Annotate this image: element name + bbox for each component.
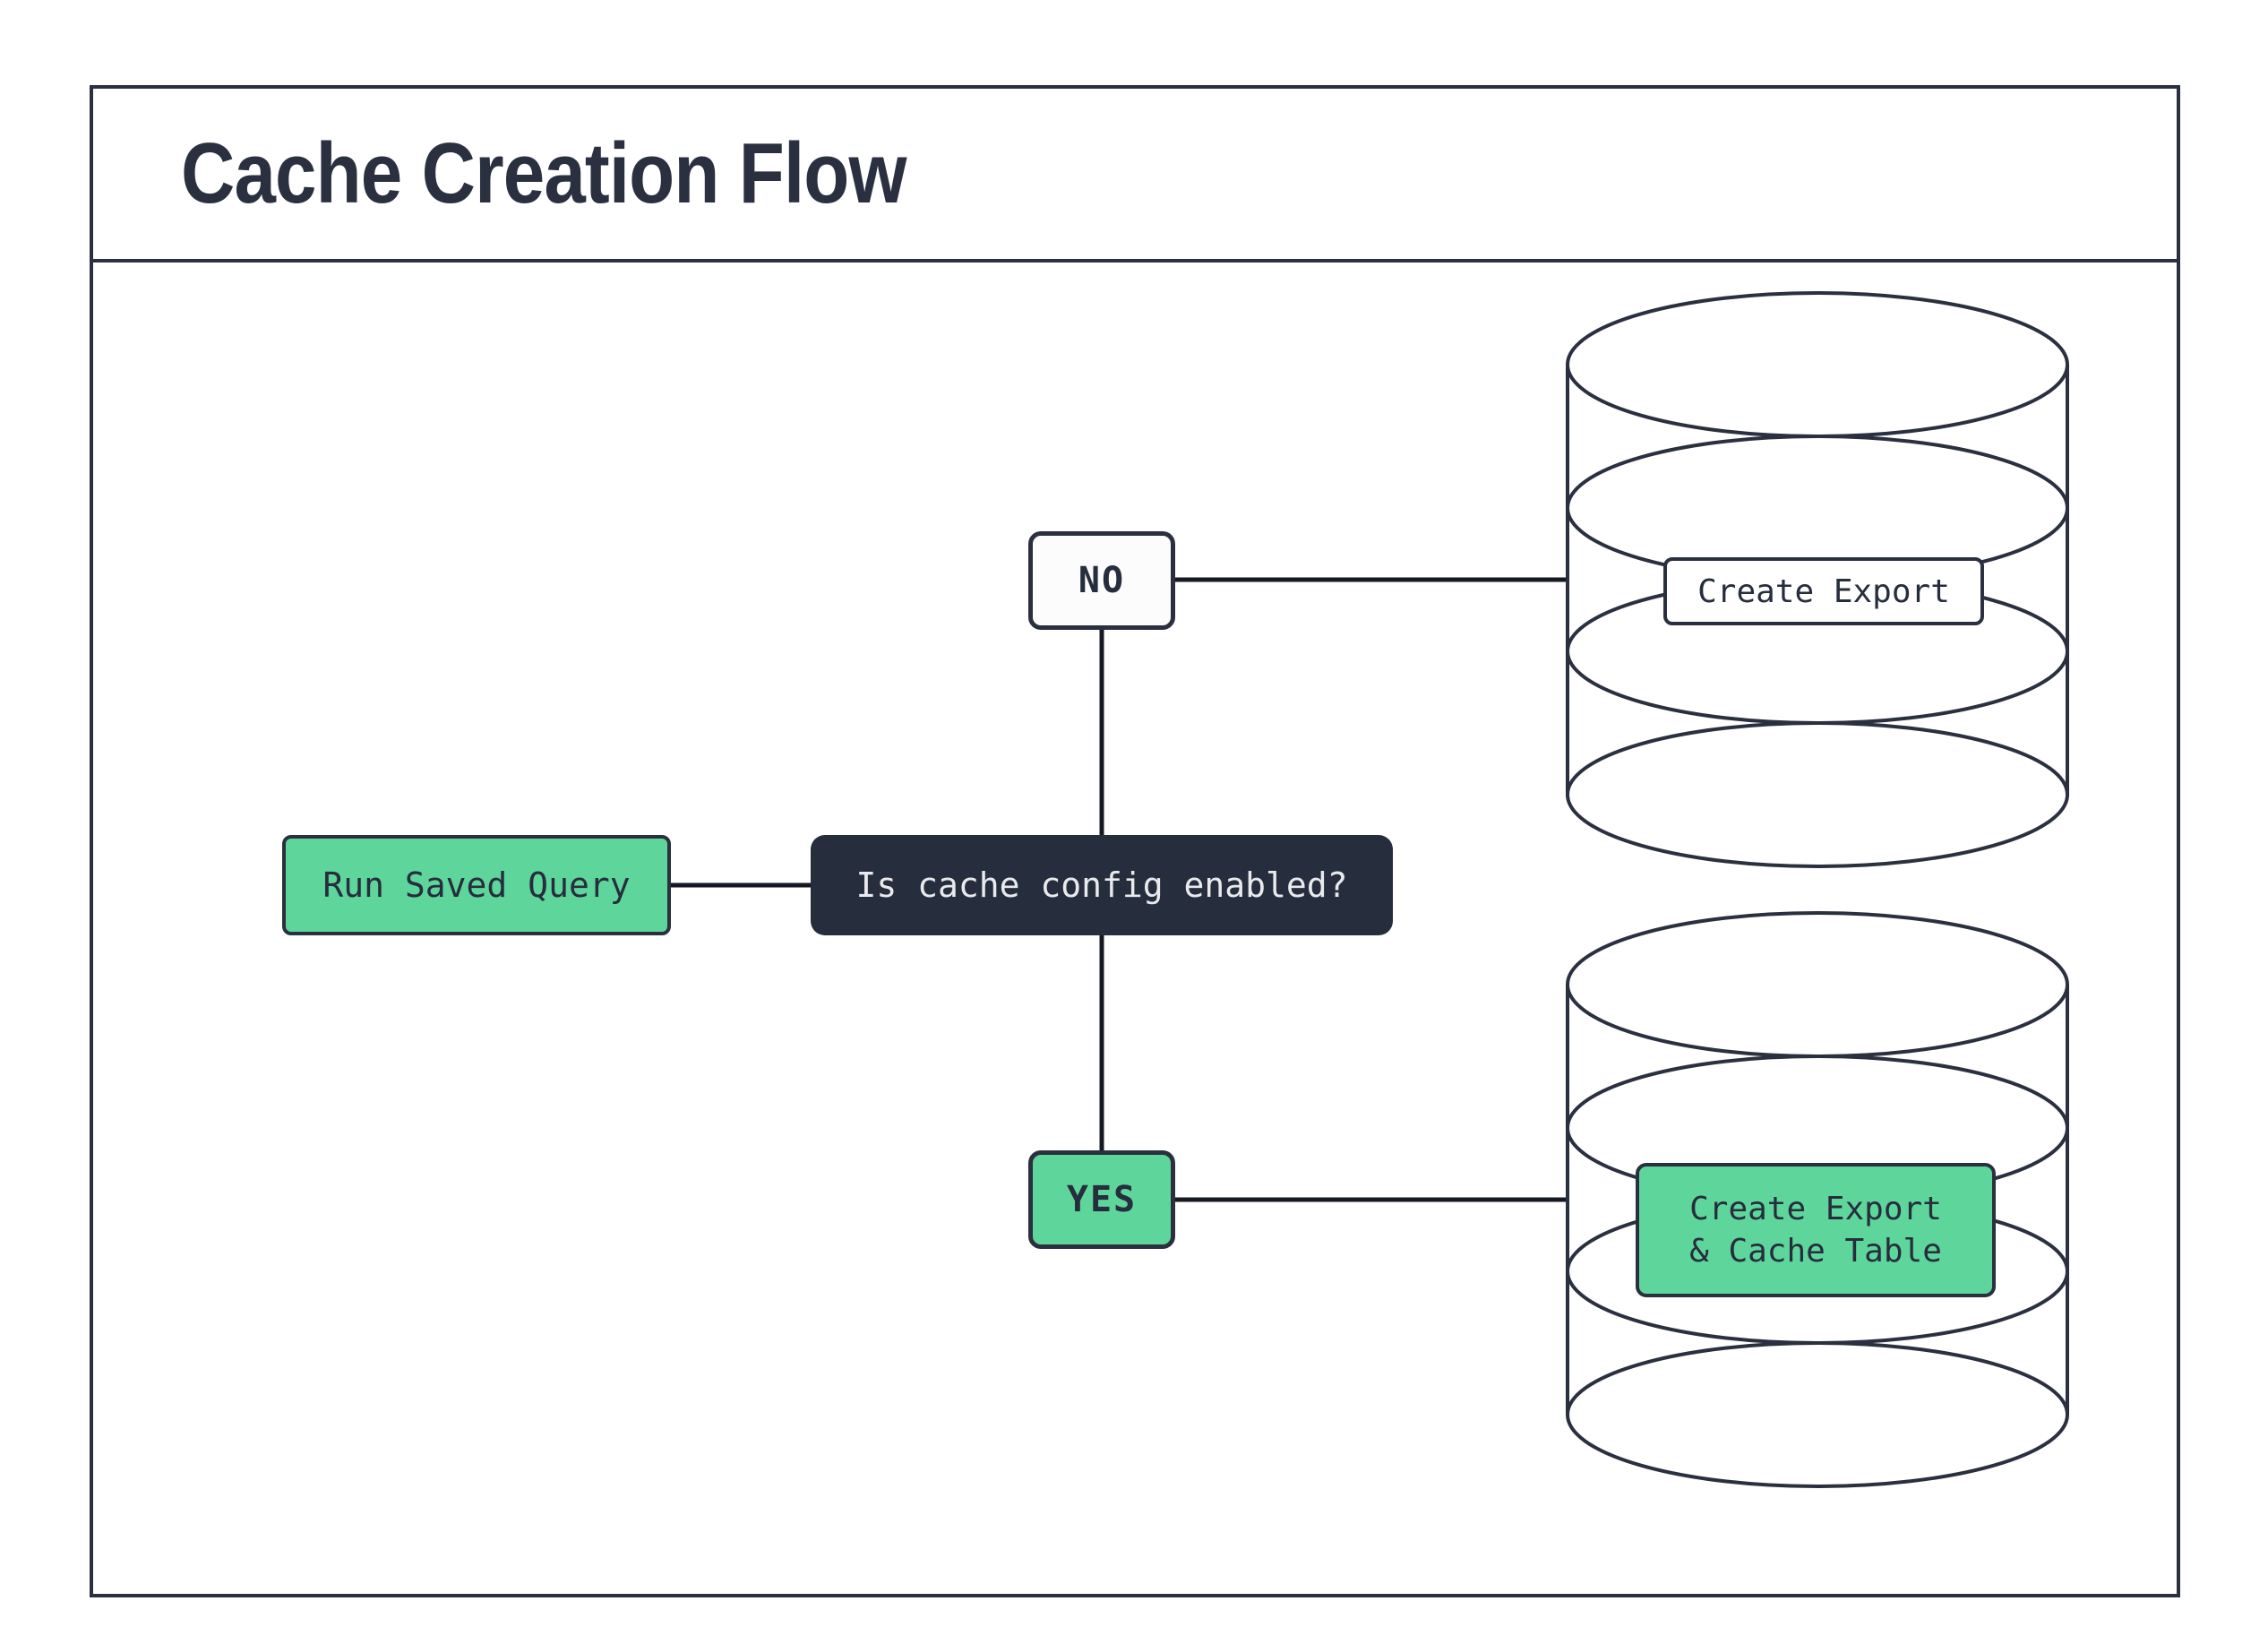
node-create-export-label: Create Export <box>1697 572 1950 610</box>
branch-no-label: NO <box>1078 560 1126 601</box>
node-run-saved-query-label: Run Saved Query <box>322 865 631 905</box>
node-cache-config-decision-label: Is cache config enabled? <box>855 865 1348 905</box>
branch-yes-label: YES <box>1066 1179 1138 1220</box>
export-database-cylinder-icon <box>1566 291 2069 868</box>
branch-no-box: NO <box>1028 531 1175 630</box>
cylinder-disk <box>1566 721 2069 868</box>
diagram-frame: Cache Creation Flow <box>90 85 2180 1597</box>
node-create-export: Create Export <box>1663 557 1984 625</box>
page-title: Cache Creation Flow <box>181 125 906 221</box>
branch-yes-box: YES <box>1028 1150 1175 1249</box>
title-bar: Cache Creation Flow <box>93 89 2177 263</box>
node-cache-config-decision: Is cache config enabled? <box>811 835 1393 935</box>
cylinder-disk <box>1566 1341 2069 1488</box>
node-create-export-cache-table: Create Export & Cache Table <box>1636 1163 1996 1297</box>
node-create-export-cache-table-line1: Create Export <box>1689 1191 1942 1227</box>
node-create-export-cache-table-line2: & Cache Table <box>1689 1233 1942 1270</box>
cache-database-cylinder-icon <box>1566 911 2069 1488</box>
node-run-saved-query: Run Saved Query <box>282 835 671 935</box>
